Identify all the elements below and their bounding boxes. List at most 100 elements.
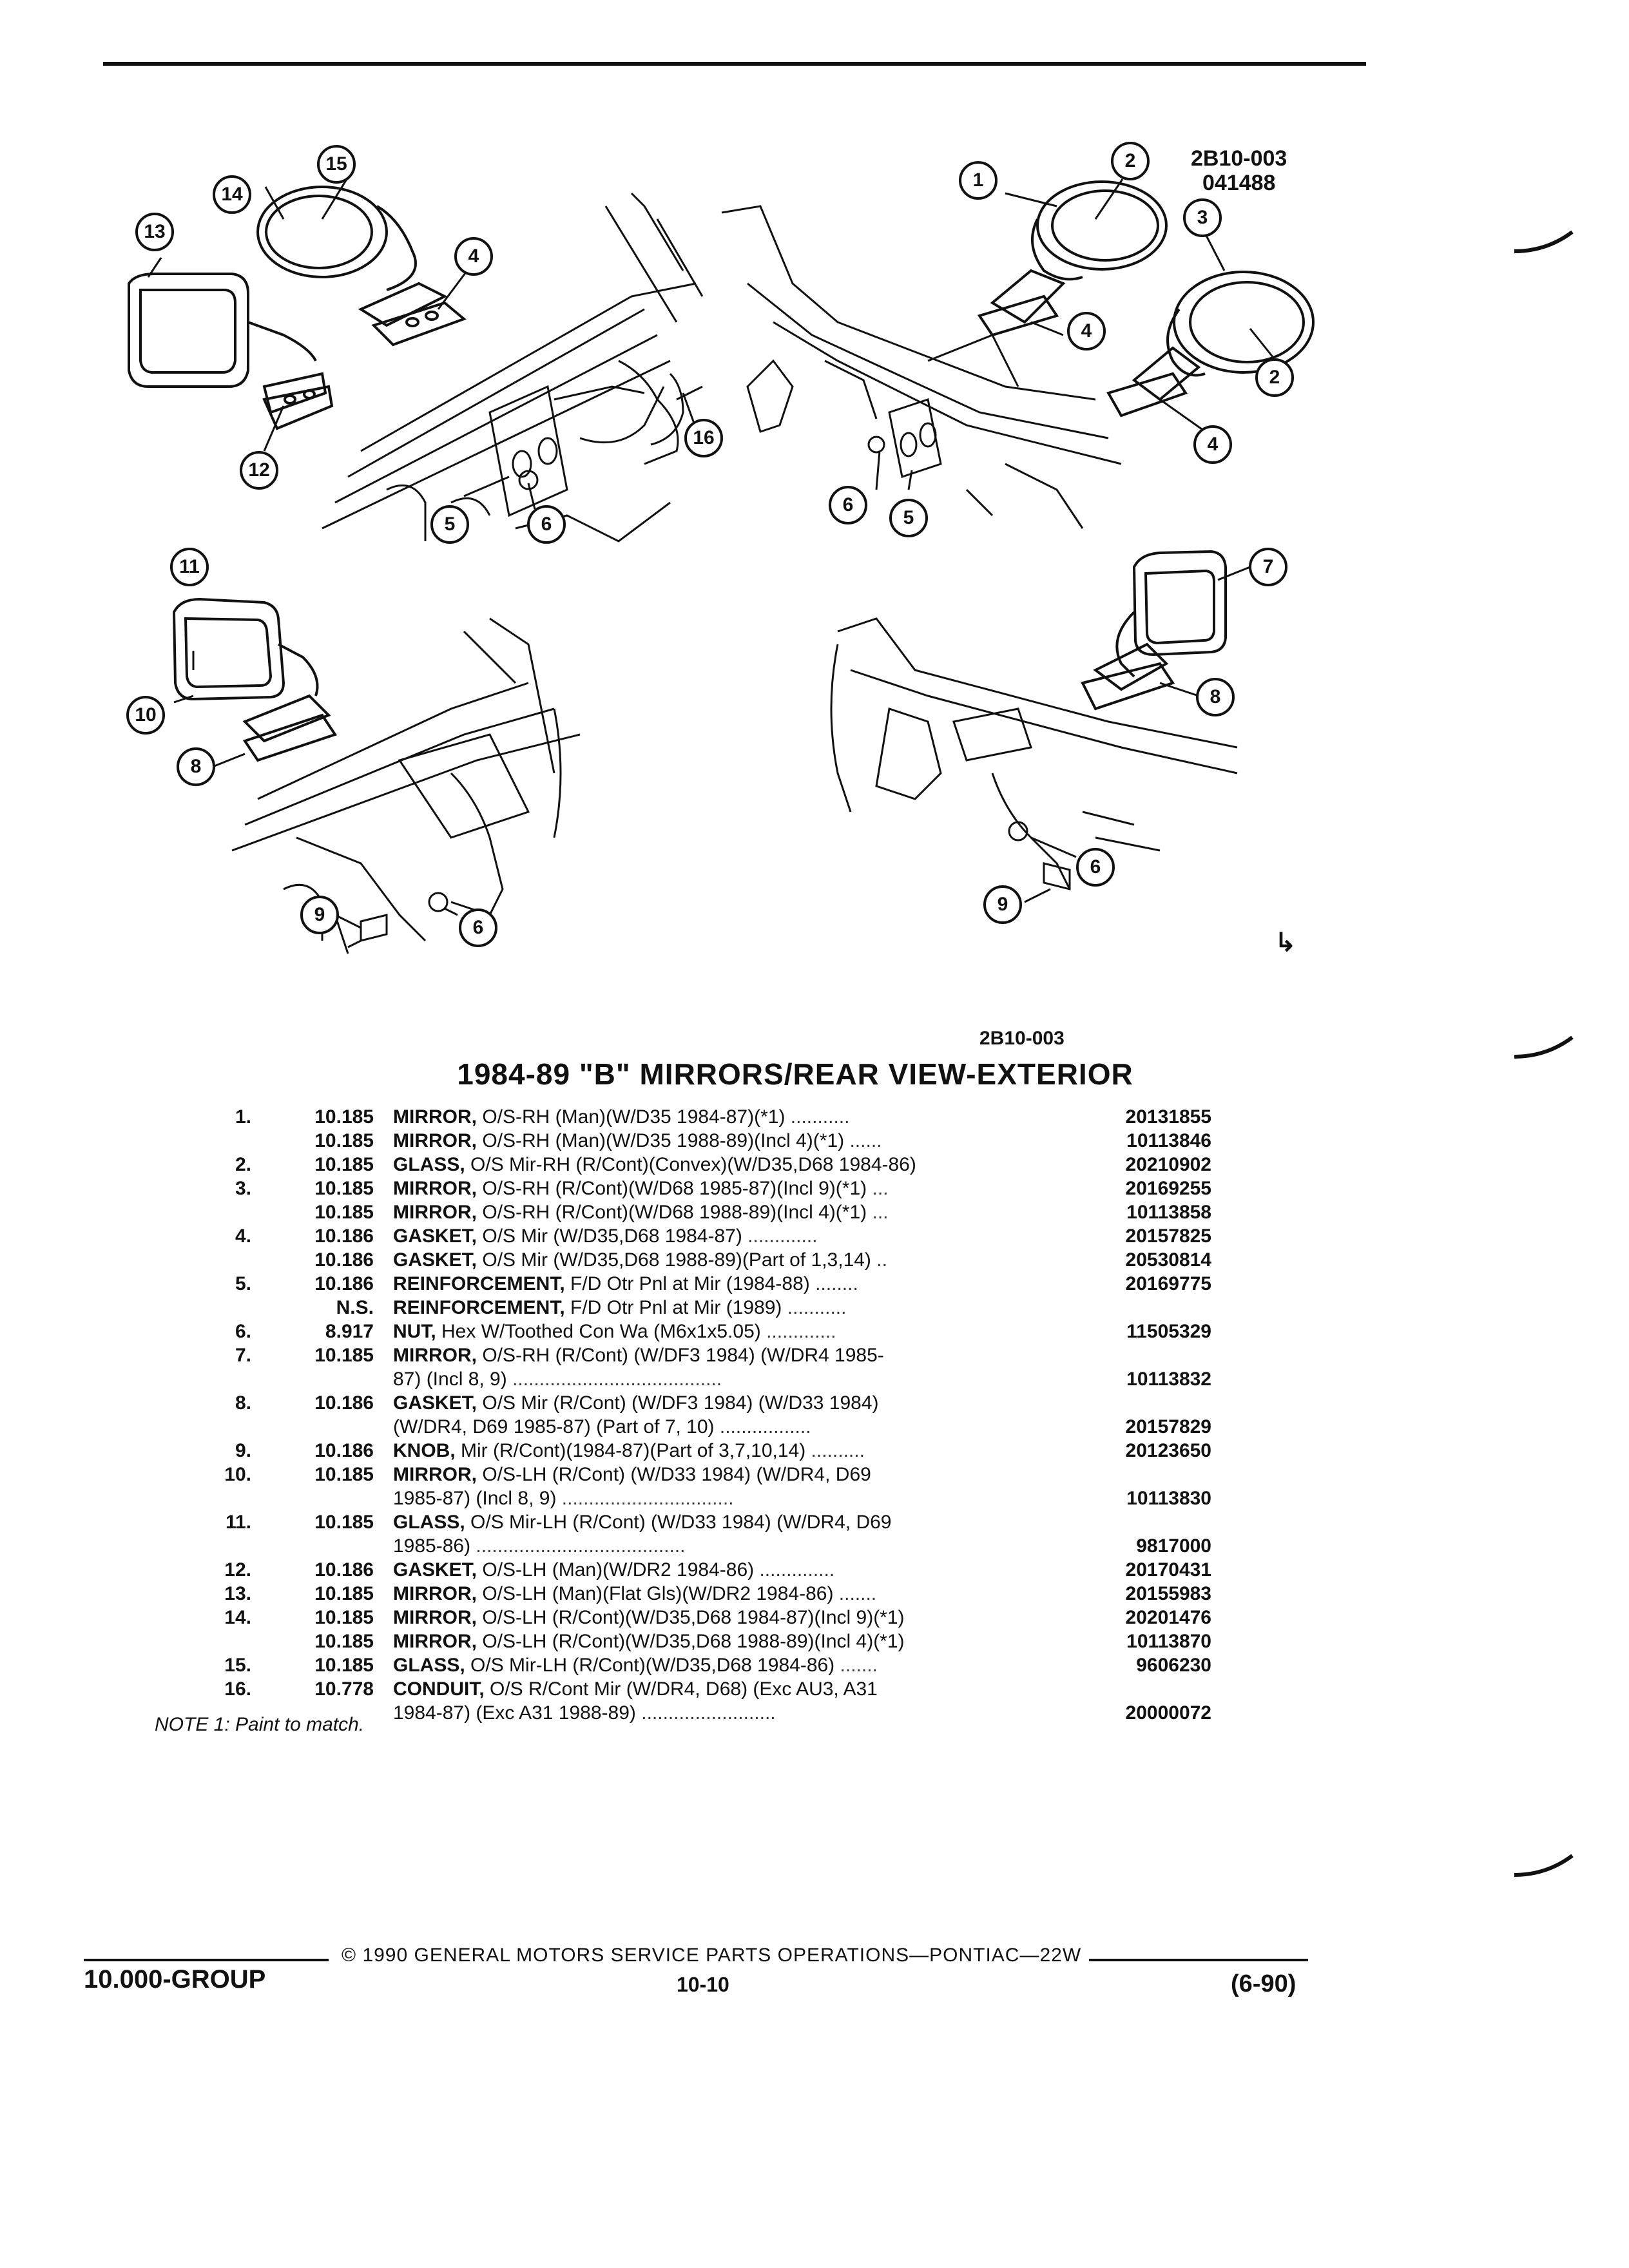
item-number <box>155 1629 251 1653</box>
callout-5[interactable]: 5 <box>430 505 469 544</box>
part-number: 20170431 <box>1125 1559 1211 1581</box>
callout-6[interactable]: 6 <box>829 486 867 524</box>
part-description: (W/DR4, D69 1985-87) (Part of 7, 10) ...… <box>393 1415 1083 1439</box>
part-description: MIRROR, O/S-LH (Man)(Flat Gls)(W/DR2 198… <box>393 1582 1083 1606</box>
callout-6[interactable]: 6 <box>1076 848 1115 887</box>
callout-2[interactable]: 2 <box>1111 142 1150 180</box>
part-name: MIRROR, <box>393 1345 477 1366</box>
part-spec: O/S Mir (W/D35,D68 1984-87) <box>477 1225 742 1247</box>
callout-6[interactable]: 6 <box>459 908 497 947</box>
part-name: MIRROR, <box>393 1583 477 1604</box>
mirror-14-illustration <box>256 186 467 347</box>
part-description: REINFORCEMENT, F/D Otr Pnl at Mir (1989)… <box>393 1296 1083 1320</box>
part-number: 20169775 <box>1125 1273 1211 1294</box>
part-name: GASKET, <box>393 1225 477 1247</box>
part-description: GASKET, O/S Mir (R/Cont) (W/DF3 1984) (W… <box>393 1391 1083 1415</box>
part-number: 9817000 <box>1136 1535 1211 1557</box>
part-description: MIRROR, O/S-LH (R/Cont) (W/D33 1984) (W/… <box>393 1463 1083 1486</box>
parts-row: 10.186 GASKET, O/S Mir (W/D35,D68 1988-89… <box>155 1248 1211 1272</box>
mirror-13-illustration <box>128 273 334 430</box>
callout-14[interactable]: 14 <box>213 175 251 214</box>
callout-4[interactable]: 4 <box>1193 425 1232 464</box>
part-description: 87) (Incl 8, 9) ........................… <box>393 1367 1083 1391</box>
part-name: MIRROR, <box>393 1130 477 1151</box>
item-number <box>155 1200 251 1224</box>
leader-lines <box>147 177 1277 929</box>
part-number <box>1083 1391 1211 1415</box>
lower-left-door-structure <box>231 617 581 954</box>
item-number <box>155 1248 251 1272</box>
part-name: GASKET, <box>393 1392 477 1414</box>
callout-6[interactable]: 6 <box>527 505 566 544</box>
callout-16[interactable]: 16 <box>684 419 723 457</box>
group-number <box>251 1367 393 1391</box>
item-number <box>155 1367 251 1391</box>
group-number: 10.185 <box>314 1178 374 1199</box>
group-number: 10.185 <box>314 1655 374 1676</box>
part-spec: O/S-LH (R/Cont) (W/D33 1984) (W/DR4, D69 <box>477 1464 871 1485</box>
group-number: 10.186 <box>314 1273 374 1294</box>
footer-rule-left <box>84 1959 329 1961</box>
callout-8[interactable]: 8 <box>177 747 215 786</box>
callout-1[interactable]: 1 <box>959 161 998 200</box>
mirror-3-illustration <box>1106 271 1315 418</box>
callout-9[interactable]: 9 <box>300 896 339 934</box>
item-number: 13. <box>224 1583 251 1604</box>
part-number: 20157825 <box>1125 1225 1211 1247</box>
callout-8[interactable]: 8 <box>1196 678 1235 716</box>
callout-2[interactable]: 2 <box>1255 358 1294 397</box>
callout-11[interactable]: 11 <box>170 548 209 586</box>
leader-dots: ... <box>867 1202 889 1223</box>
part-spec: O/S-RH (R/Cont)(W/D68 1985-87)(Incl 9)(*… <box>477 1178 867 1199</box>
part-description: GASKET, O/S Mir (W/D35,D68 1988-89)(Part… <box>393 1248 1083 1272</box>
group-number: 10.185 <box>314 1583 374 1604</box>
leader-dots: ... <box>867 1178 889 1199</box>
item-number <box>155 1415 251 1439</box>
part-spec: O/S-RH (R/Cont)(W/D68 1988-89)(Incl 4)(*… <box>477 1202 867 1223</box>
item-number <box>155 1486 251 1510</box>
callout-9[interactable]: 9 <box>983 885 1022 924</box>
parts-row: 1985-87) (Incl 8, 9) ...................… <box>155 1486 1211 1510</box>
part-name: GASKET, <box>393 1559 477 1581</box>
callout-10[interactable]: 10 <box>126 696 165 735</box>
part-name: MIRROR, <box>393 1106 477 1128</box>
group-number <box>251 1415 393 1439</box>
callout-12[interactable]: 12 <box>240 451 278 490</box>
leader-dots: ....................................... <box>506 1369 722 1390</box>
part-description: 1985-87) (Incl 8, 9) ...................… <box>393 1486 1083 1510</box>
group-number: 10.185 <box>314 1631 374 1652</box>
part-spec: O/S-RH (Man)(W/D35 1984-87)(*1) <box>477 1106 786 1128</box>
part-description: MIRROR, O/S-RH (R/Cont)(W/D68 1985-87)(I… <box>393 1177 1083 1200</box>
parts-row: (W/DR4, D69 1985-87) (Part of 7, 10) ...… <box>155 1415 1211 1439</box>
item-number: 14. <box>224 1607 251 1628</box>
part-spec: O/S-LH (Man)(W/DR2 1984-86) <box>477 1559 755 1581</box>
right-door-structure <box>721 205 1122 529</box>
callout-7[interactable]: 7 <box>1249 548 1287 586</box>
part-spec: O/S Mir-RH (R/Cont)(Convex)(W/D35,D68 19… <box>465 1154 916 1175</box>
group-number: 10.778 <box>314 1678 374 1700</box>
callout-4[interactable]: 4 <box>454 237 493 276</box>
group-number: 10.186 <box>314 1249 374 1271</box>
part-number <box>1083 1510 1211 1534</box>
item-number: 8. <box>235 1392 251 1414</box>
part-number: 11505329 <box>1126 1321 1211 1342</box>
part-spec: O/S Mir-LH (R/Cont)(W/D35,D68 1984-86) <box>465 1655 835 1676</box>
part-spec: O/S-LH (R/Cont)(W/D35,D68 1984-87)(Incl … <box>477 1607 905 1628</box>
part-name: GASKET, <box>393 1249 477 1271</box>
leader-dots: .............. <box>754 1559 835 1581</box>
part-description: MIRROR, O/S-RH (Man)(W/D35 1988-89)(Incl… <box>393 1129 1083 1153</box>
callout-15[interactable]: 15 <box>317 145 356 184</box>
part-description: GLASS, O/S Mir-LH (R/Cont)(W/D35,D68 198… <box>393 1653 1083 1677</box>
part-number: 20123650 <box>1125 1440 1211 1461</box>
callout-13[interactable]: 13 <box>135 213 174 251</box>
callout-5[interactable]: 5 <box>889 499 928 537</box>
callout-4[interactable]: 4 <box>1067 312 1106 351</box>
part-name: REINFORCEMENT, <box>393 1273 565 1294</box>
part-name: NUT, <box>393 1321 436 1342</box>
callout-3[interactable]: 3 <box>1183 198 1222 237</box>
group-number: 10.186 <box>314 1225 374 1247</box>
part-name: MIRROR, <box>393 1202 477 1223</box>
